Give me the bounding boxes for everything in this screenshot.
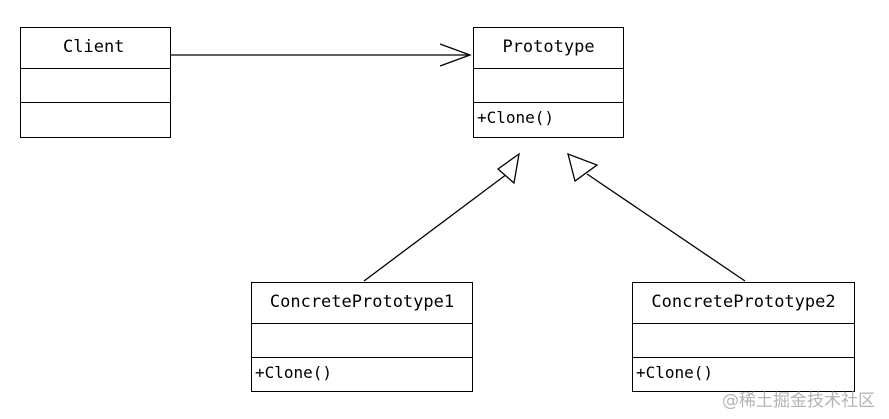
watermark: @稀土掘金技术社区: [722, 391, 875, 411]
class-operations: +Clone(): [474, 102, 623, 137]
class-attributes: [474, 68, 623, 102]
hollow-triangle-icon: [567, 152, 599, 183]
generalization-line-2: [586, 173, 746, 282]
class-attributes: [252, 323, 472, 357]
class-operations: [21, 102, 170, 137]
class-operations: +Clone(): [633, 357, 854, 391]
class-name: ConcretePrototype1: [269, 292, 455, 312]
open-arrowhead-icon: [439, 43, 472, 67]
class-concrete-prototype-1[interactable]: ConcretePrototype1 +Clone(): [251, 282, 473, 392]
class-attributes: [633, 323, 854, 357]
hollow-triangle-icon: [496, 152, 520, 185]
class-concrete-prototype-2[interactable]: ConcretePrototype2 +Clone(): [632, 282, 855, 392]
class-prototype[interactable]: Prototype +Clone(): [473, 27, 624, 138]
class-attributes: [21, 68, 170, 102]
class-name: Prototype: [502, 37, 595, 57]
class-client[interactable]: Client: [20, 27, 171, 138]
class-operations: +Clone(): [252, 357, 472, 391]
class-name: ConcretePrototype2: [651, 292, 836, 312]
class-name: Client: [63, 37, 125, 57]
generalization-line-1: [363, 173, 508, 282]
